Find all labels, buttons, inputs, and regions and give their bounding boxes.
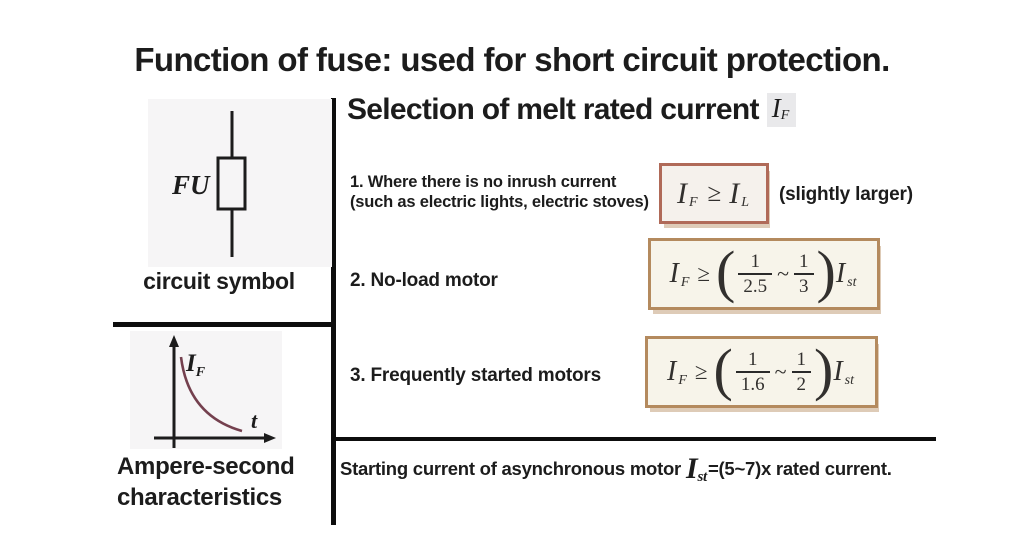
f3-tilde: ~	[774, 358, 787, 384]
ampere-second-graph-drawing: IF t	[154, 335, 276, 448]
footer-symbol-i: I	[686, 452, 698, 485]
f3-frac2-den: 2	[791, 370, 811, 395]
f1-op: ≥	[707, 179, 722, 207]
footer-suffix: =(5~7)x rated current.	[707, 457, 892, 479]
fuse-label: FU	[171, 170, 211, 200]
f3-frac1-den: 1.6	[735, 370, 770, 395]
f2-lhs: I	[669, 257, 679, 289]
item3-label: 3. Frequently started motors	[350, 365, 601, 386]
f3-frac2-num: 1	[796, 348, 807, 370]
f3-frac1-num: 1	[747, 348, 758, 370]
vertical-divider	[331, 98, 336, 525]
circuit-symbol-caption: circuit symbol	[143, 268, 295, 294]
f3-close-paren: )	[814, 337, 834, 403]
f1-lhs: I	[676, 176, 687, 210]
f2-frac1-num: 1	[750, 250, 760, 272]
footer-note: Starting current of asynchronous motor I…	[340, 452, 892, 485]
page-title: Function of fuse: used for short circuit…	[134, 41, 890, 78]
footer-prefix: Starting current of asynchronous motor	[340, 457, 682, 479]
f1-rhs-sub: L	[741, 194, 750, 210]
f3-coef-sub: st	[844, 372, 854, 388]
x-axis-label: t	[251, 408, 258, 433]
section-heading-text: Selection of melt rated current	[347, 93, 759, 126]
f2-frac2-den: 3	[794, 272, 814, 297]
y-axis-label-sub: F	[195, 365, 206, 380]
f2-coef-sub: st	[847, 274, 857, 290]
f3-op: ≥	[694, 358, 708, 384]
item1-line1: 1. Where there is no inrush current	[350, 173, 617, 191]
f2-close-paren: )	[816, 239, 836, 305]
f2-open-paren: (	[716, 239, 736, 305]
graph-caption: Ampere-second characteristics	[117, 451, 295, 513]
f2-op: ≥	[697, 260, 711, 286]
y-axis-arrow	[169, 335, 179, 347]
f3-coef: I	[833, 355, 843, 387]
item2-label: 2. No-load motor	[350, 270, 498, 291]
y-axis-label: IF	[185, 350, 206, 380]
f2-lhs-sub: F	[680, 274, 690, 290]
heading-symbol-sub: F	[780, 108, 790, 123]
y-axis-label-main: I	[185, 350, 197, 377]
f2-tilde: ~	[777, 260, 789, 286]
characteristic-curve	[179, 356, 243, 433]
graph-caption-line2: characteristics	[117, 484, 282, 511]
footer-symbol-sub: st	[697, 469, 707, 485]
f3-open-paren: (	[713, 337, 733, 403]
heading-symbol-i: I	[771, 93, 781, 123]
f2-coef: I	[835, 257, 846, 289]
f2-frac1-den: 2.5	[738, 272, 773, 297]
f3-lhs: I	[667, 355, 677, 387]
fuse-body-rect	[216, 156, 247, 211]
x-axis-arrow	[264, 433, 276, 443]
fuse-symbol-drawing: FU	[171, 111, 247, 257]
f1-lhs-sub: F	[688, 194, 698, 210]
item1-text: 1. Where there is no inrush current (suc…	[350, 172, 649, 212]
f1-rhs: I	[729, 176, 740, 210]
graph-caption-line1: Ampere-second	[117, 453, 295, 480]
f2-frac2-num: 1	[799, 250, 809, 272]
item1-note: (slightly larger)	[779, 184, 913, 205]
fuse-symbol-figure: FU	[148, 99, 332, 267]
ampere-second-graph: IF t	[130, 331, 282, 449]
right-horizontal-divider	[336, 437, 936, 441]
left-horizontal-divider	[113, 322, 331, 327]
item1-line2: (such as electric lights, electric stove…	[350, 193, 649, 211]
f3-lhs-sub: F	[678, 372, 687, 388]
